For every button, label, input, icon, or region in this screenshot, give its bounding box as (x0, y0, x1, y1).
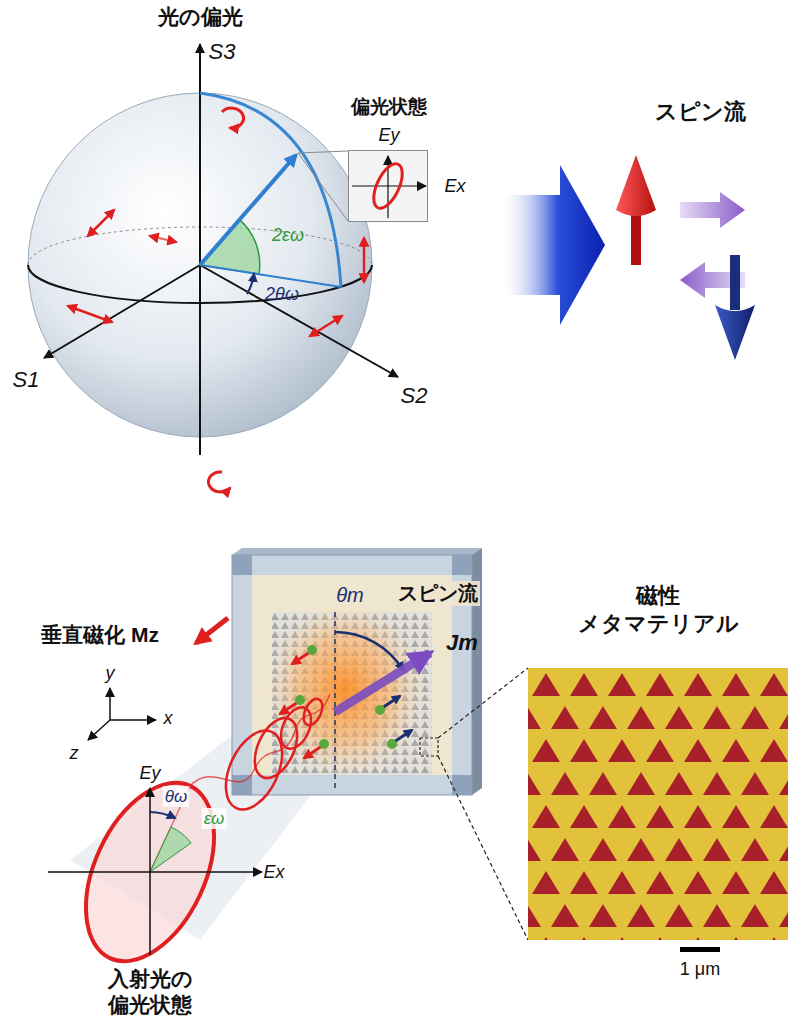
magnetization-label: 垂直磁化 Mz (41, 622, 159, 648)
incident-light-label: 入射光の 偏光状態 (100, 966, 200, 1019)
polarization-inset-box: 偏光状態EyEx (348, 150, 428, 222)
axis-label: Ex (263, 861, 284, 884)
vector-label: Jm (446, 629, 478, 657)
axis-label: S3 (209, 38, 236, 66)
axis-label: Ey (378, 124, 399, 147)
axis-label: S2 (401, 382, 428, 410)
axis-label: Ey (139, 762, 160, 785)
angle-label: θm (336, 583, 364, 608)
angle-label: 2θω (265, 283, 299, 306)
scale-bar-label: 1 μm (680, 958, 720, 981)
sample-film: θmスピン流Jm (232, 555, 472, 795)
spin-current-title: スピン流 (655, 98, 746, 126)
axis-label: S1 (13, 366, 40, 394)
image-heading: 磁性 メタマテリアル (563, 582, 753, 637)
section-title: 光の偏光 (158, 4, 243, 30)
axis-label: y (106, 662, 115, 685)
axis-label: x (164, 707, 173, 730)
inset-heading: 偏光状態 (351, 95, 427, 119)
axis-label: Ex (444, 175, 465, 198)
angle-label: εω (202, 808, 227, 829)
angle-label: 2εω (272, 224, 304, 247)
axis-label: z (70, 742, 79, 765)
metamaterial-image: 磁性 メタマテリアル (528, 668, 788, 940)
spin-current-label: スピン流 (396, 581, 480, 606)
angle-label: θω (163, 786, 189, 807)
